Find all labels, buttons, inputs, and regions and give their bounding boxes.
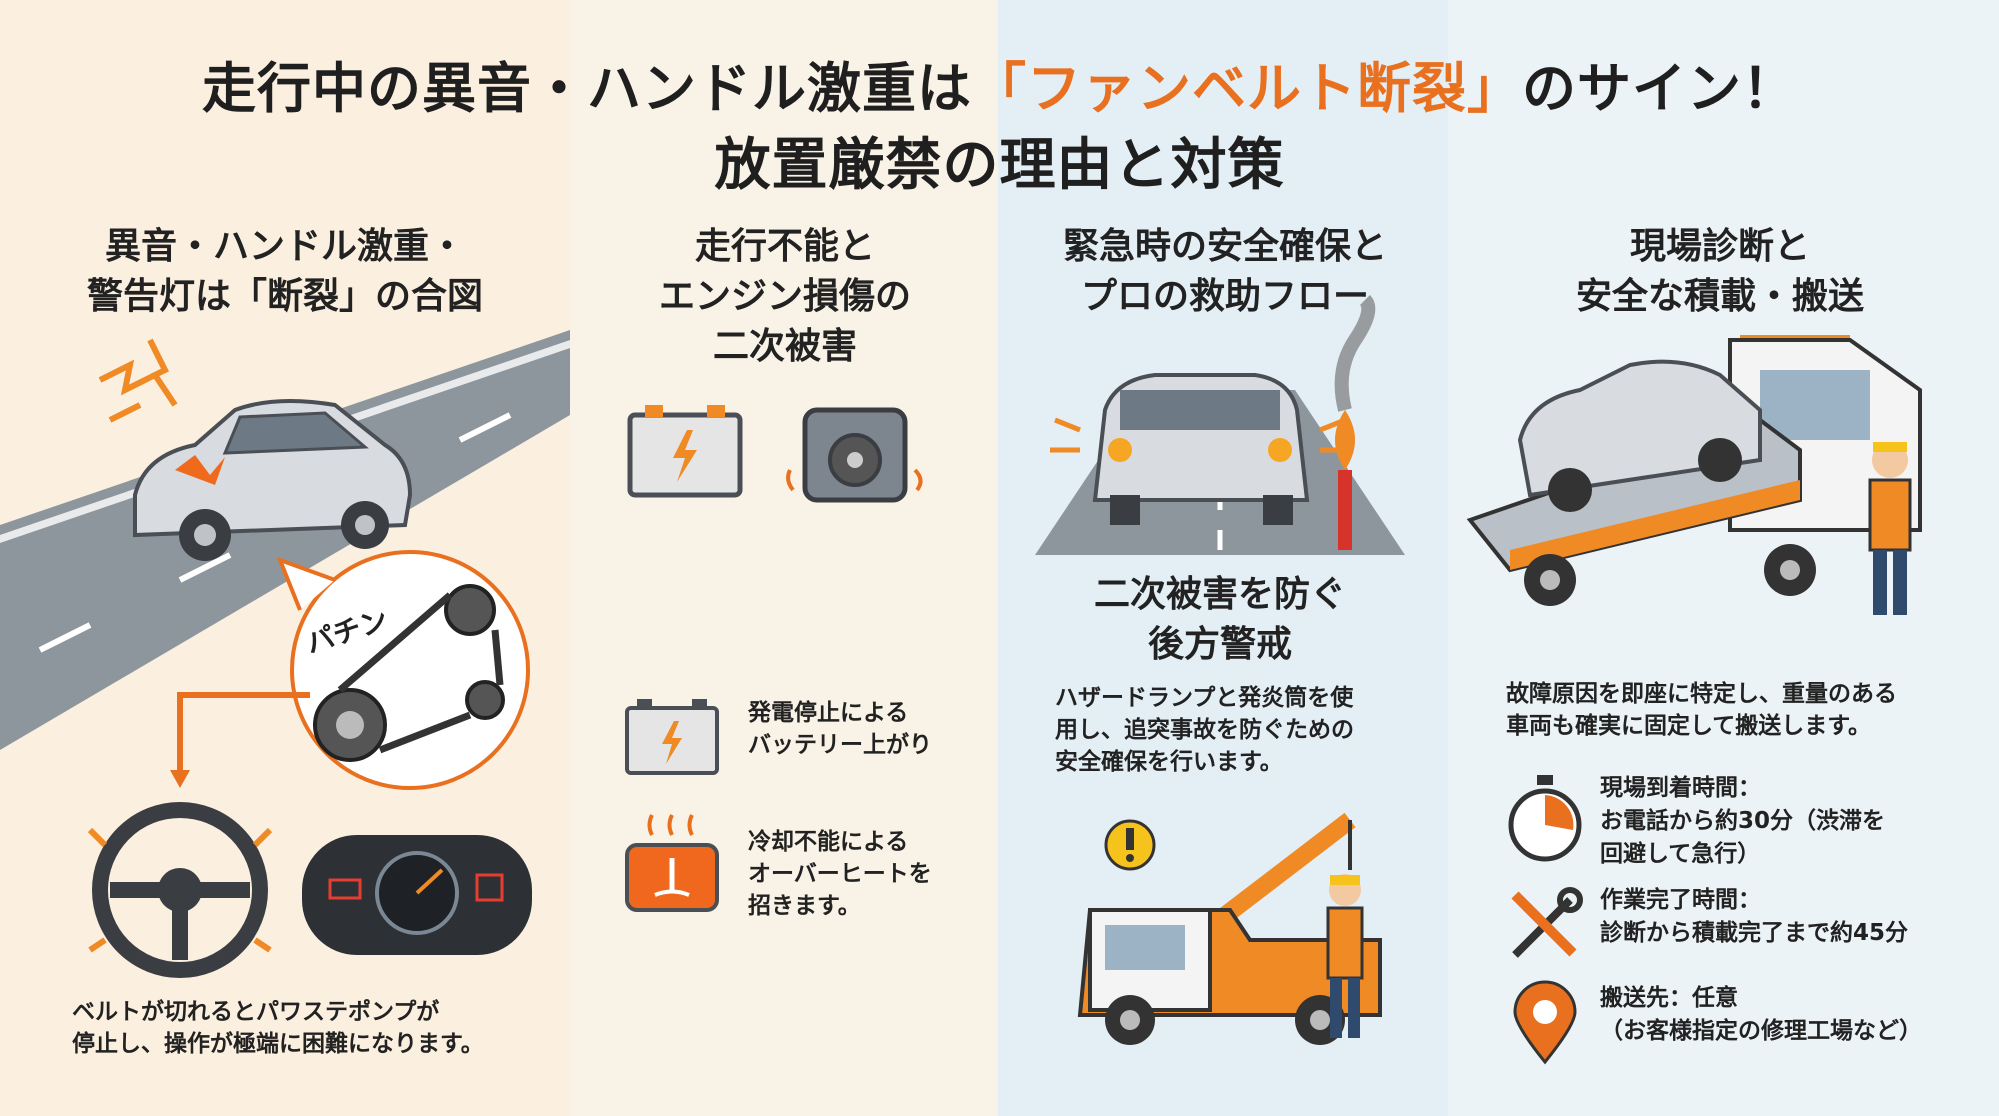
col3-heading-line2: プロの救助フロー: [1080, 276, 1369, 317]
engine-icon: [786, 407, 923, 503]
location-pin-icon: [1513, 980, 1577, 1065]
work-label: 作業完了時間：: [1600, 887, 1761, 913]
col4-heading-line1: 現場診断と: [1629, 226, 1810, 267]
col3-body: ハザードランプと発炎筒を使 用し、追突事故を防ぐための 安全確保を行います。: [1055, 682, 1425, 778]
title-highlight: 「ファンベルト断裂」: [972, 57, 1522, 120]
tools-icon: [1511, 887, 1583, 958]
column-2-background: [570, 0, 998, 1116]
title-text-post: のサイン！: [1522, 57, 1797, 120]
col4-body-line1: 故障原因を即座に特定し、重量のある: [1506, 681, 1897, 707]
work-line1: 診断から積載完了まで約45分: [1600, 920, 1909, 946]
arrival-label: 現場到着時間：: [1600, 775, 1761, 801]
col3-body-line2: 用し、追突事故を防ぐための: [1055, 717, 1354, 743]
col1-caption-line1: ベルトが切れるとパワステポンプが: [72, 999, 440, 1025]
col2-item2-line1: 冷却不能による: [748, 829, 909, 855]
stopwatch-icon: [1508, 775, 1582, 862]
title-text-pre: 走行中の異音・ハンドル激重は: [202, 57, 972, 120]
col4-destination: 搬送先：任意 （お客様指定の修理工場など）: [1600, 982, 1990, 1048]
tow-truck-illustration: [1077, 812, 1382, 1045]
col1-heading: 異音・ハンドル激重・ 警告灯は「断裂」の合図: [60, 222, 510, 322]
destination-label: 搬送先：任意: [1600, 985, 1738, 1011]
dashboard-warning-icon: [302, 835, 532, 955]
belt-bubble: [276, 550, 530, 790]
col3-body-line3: 安全確保を行います。: [1055, 749, 1283, 775]
col1-heading-line2: 警告灯は「断裂」の合図: [86, 276, 483, 317]
col3-subheading-line1: 二次被害を防ぐ: [1093, 574, 1346, 615]
col4-heading-line2: 安全な積載・搬送: [1575, 276, 1864, 317]
col2-item1-line2: バッテリー上がり: [748, 732, 932, 758]
battery-icon: [627, 405, 743, 498]
arrow-icon: [170, 692, 310, 788]
col2-heading-line3: 二次被害: [712, 326, 857, 367]
steering-wheel-icon: [87, 802, 273, 978]
hazard-scene-illustration: [1035, 295, 1405, 555]
col3-subheading-line2: 後方警戒: [1147, 624, 1292, 665]
col1-caption: ベルトが切れるとパワステポンプが 停止し、操作が極端に困難になります。: [72, 996, 552, 1060]
arrival-line2: 回避して急行）: [1600, 841, 1761, 867]
overheat-engine-icon: [625, 814, 719, 912]
arrival-line1: お電話から約30分（渋滞を: [1600, 808, 1886, 834]
col3-subheading: 二次被害を防ぐ 後方警戒: [1020, 570, 1420, 670]
lightning-icon: [98, 338, 178, 423]
col4-work: 作業完了時間： 診断から積載完了まで約45分: [1600, 884, 1990, 950]
car-icon: [133, 399, 413, 561]
destination-line1: （お客様指定の修理工場など）: [1600, 1018, 1922, 1044]
col2-item2: 冷却不能による オーバーヒートを 招きます。: [748, 826, 988, 922]
col2-item2-line3: 招きます。: [748, 893, 861, 919]
col1-heading-line1: 異音・ハンドル激重・: [104, 226, 465, 267]
col4-body-line2: 車両も確実に固定して搬送します。: [1506, 713, 1872, 739]
col2-heading: 走行不能と エンジン損傷の 二次被害: [600, 222, 970, 372]
flatbed-truck-illustration: [1466, 335, 1922, 615]
col2-item1: 発電停止による バッテリー上がり: [748, 697, 988, 761]
col2-item2-line2: オーバーヒートを: [748, 861, 932, 887]
col4-arrival: 現場到着時間： お電話から約30分（渋滞を 回避して急行）: [1600, 772, 1990, 871]
col3-body-line1: ハザードランプと発炎筒を使: [1055, 685, 1354, 711]
col4-heading: 現場診断と 安全な積載・搬送: [1480, 222, 1960, 322]
col3-heading-line1: 緊急時の安全確保と: [1062, 226, 1387, 267]
col3-heading: 緊急時の安全確保と プロの救助フロー: [1005, 222, 1445, 322]
col2-heading-line1: 走行不能と: [694, 226, 875, 267]
col4-body: 故障原因を即座に特定し、重量のある 車両も確実に固定して搬送します。: [1506, 678, 1976, 742]
page-title-line1: 走行中の異音・ハンドル激重は「ファンベルト断裂」のサイン！: [0, 44, 1999, 123]
battery-small-icon: [625, 699, 719, 775]
page-title-line2: 放置厳禁の理由と対策: [714, 133, 1285, 198]
col2-heading-line2: エンジン損傷の: [658, 276, 911, 317]
col2-item1-line1: 発電停止による: [748, 700, 909, 726]
col1-caption-line2: 停止し、操作が極端に困難になります。: [72, 1031, 484, 1057]
